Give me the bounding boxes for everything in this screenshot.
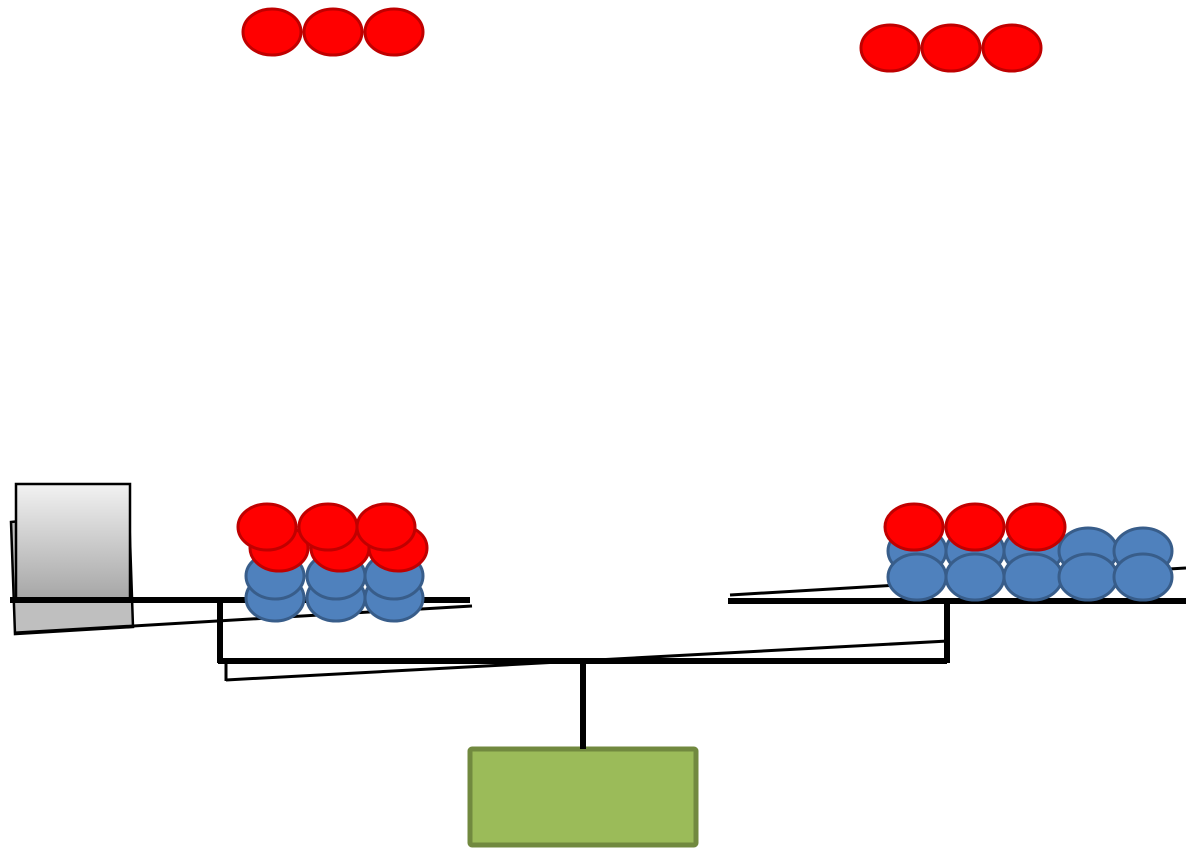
blue-counter [944, 552, 1006, 602]
left-pan-red-counters [236, 502, 429, 573]
main-beam-tilted [225, 639, 949, 682]
red-counter [363, 7, 425, 57]
red-counter [920, 23, 982, 73]
blue-counter [1057, 552, 1119, 602]
weight-block [14, 482, 132, 601]
red-counter [981, 23, 1043, 73]
red-counter [883, 502, 945, 552]
red-counter [355, 502, 417, 552]
red-counter [297, 502, 359, 552]
red-counter [1005, 502, 1067, 552]
red-counter [241, 7, 303, 57]
red-counter [302, 7, 364, 57]
red-counter [859, 23, 921, 73]
blue-counter [1112, 552, 1174, 602]
red-counter [236, 502, 298, 552]
red-counter [944, 502, 1006, 552]
floating-red-counters-right [859, 23, 1043, 73]
blue-counter [886, 552, 948, 602]
balance-base [467, 746, 699, 848]
floating-red-counters-left [241, 7, 425, 57]
blue-counter [1002, 552, 1064, 602]
right-pan-red-counters [883, 502, 1067, 552]
